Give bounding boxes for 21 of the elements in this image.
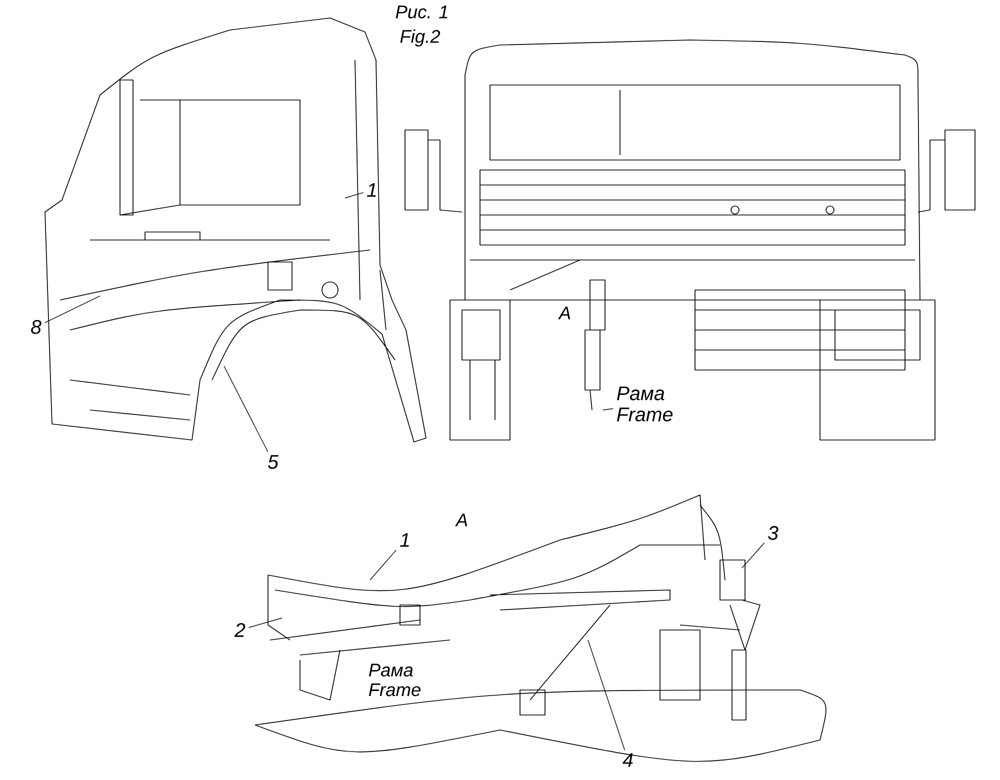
callout-number: 2 <box>234 623 246 637</box>
leader-line <box>224 366 268 452</box>
text-label: Рама Frame <box>368 664 420 696</box>
leader-line <box>344 192 364 198</box>
leader-line <box>742 542 765 568</box>
leader-line <box>44 296 100 324</box>
leader-line <box>370 550 397 580</box>
callout-number: 1 <box>400 533 409 547</box>
leader-line <box>588 640 626 750</box>
callout-number: 5 <box>268 455 279 469</box>
text-label: A <box>558 306 570 320</box>
callout-number: 1 <box>367 183 376 197</box>
text-label: Рис. 1 <box>396 6 448 18</box>
leader-line <box>602 408 614 410</box>
callout-text: Рама Frame <box>616 386 673 422</box>
callout-number: 8 <box>31 320 42 334</box>
callout-number: 3 <box>768 526 778 540</box>
text-label: Fig.2 <box>400 29 440 47</box>
text-label: A <box>455 514 468 526</box>
callout-number: 4 <box>622 753 633 767</box>
leader-line <box>248 618 282 628</box>
